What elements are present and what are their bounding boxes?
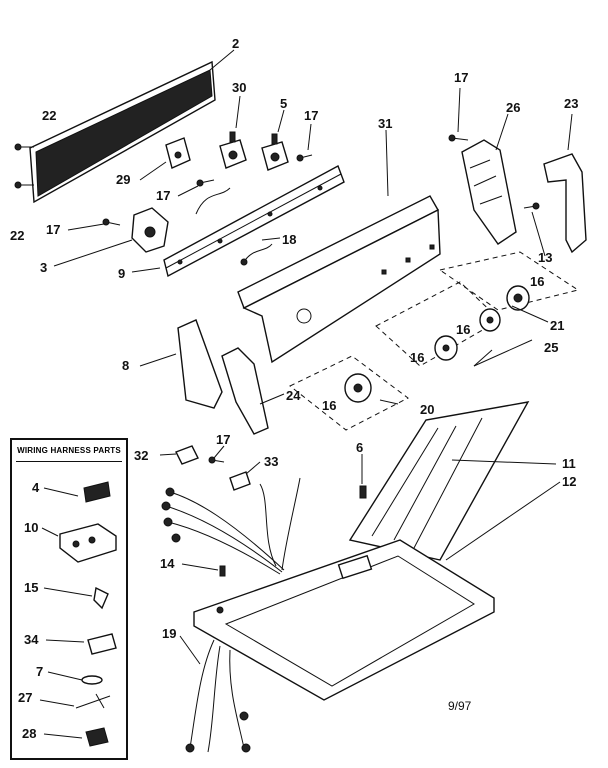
bracket-9 <box>163 165 345 278</box>
label-9: 9 <box>118 266 125 281</box>
knob-box-25 <box>375 281 501 367</box>
clip-32 <box>175 445 199 465</box>
end-cap-8 <box>177 319 223 409</box>
legend-label-10: 10 <box>24 520 38 535</box>
legend-title: WIRING HARNESS PARTS <box>17 446 121 455</box>
label-31: 31 <box>378 116 392 131</box>
label-16-b: 16 <box>456 322 470 337</box>
legend-part-34 <box>87 633 117 655</box>
label-14: 14 <box>160 556 175 571</box>
legend-label-7: 7 <box>36 664 43 679</box>
label-26: 26 <box>506 100 520 115</box>
label-21: 21 <box>550 318 564 333</box>
screw-17-lower <box>208 456 225 464</box>
legend-label-27: 27 <box>18 690 32 705</box>
screw-17-far-left <box>102 218 121 226</box>
label-16-a: 16 <box>530 274 544 289</box>
screw-17-right <box>448 134 469 142</box>
label-2: 2 <box>232 36 239 51</box>
revision-date: 9/97 <box>448 699 472 713</box>
callout-labels: 2 22 22 30 5 17 17 26 23 31 29 17 17 3 1… <box>10 36 578 641</box>
label-17-left: 17 <box>46 222 60 237</box>
legend-parts: 4 10 15 34 7 27 28 <box>18 480 117 747</box>
label-12: 12 <box>562 474 576 489</box>
knob-16-c <box>434 335 458 361</box>
knob-box-20 <box>289 355 409 431</box>
rear-panel <box>29 60 216 204</box>
label-22-top: 22 <box>42 108 56 123</box>
end-cap-26 <box>461 139 517 245</box>
legend-part-10 <box>59 523 117 563</box>
label-30: 30 <box>232 80 246 95</box>
label-17-top: 17 <box>304 108 318 123</box>
knob-box-21 <box>438 251 580 311</box>
main-top-11 <box>348 401 530 561</box>
screw-17-top <box>296 154 313 162</box>
top-frame-12 <box>193 539 495 701</box>
screw-14 <box>219 565 226 577</box>
label-3: 3 <box>40 260 47 275</box>
label-24: 24 <box>286 388 301 403</box>
wiring-18 <box>195 187 273 266</box>
label-32: 32 <box>134 448 148 463</box>
label-25: 25 <box>544 340 558 355</box>
legend-part-28 <box>85 727 109 747</box>
harness-19 <box>185 639 251 753</box>
label-17-lower: 17 <box>216 432 230 447</box>
timer-3 <box>131 207 169 253</box>
label-18: 18 <box>282 232 296 247</box>
switch-5 <box>261 133 289 171</box>
switch-29 <box>165 137 191 169</box>
legend-part-7 <box>81 675 103 685</box>
wiring-harness-legend: WIRING HARNESS PARTS 4 10 15 34 7 27 28 <box>10 438 128 760</box>
label-20: 20 <box>420 402 434 417</box>
label-5: 5 <box>280 96 287 111</box>
screw-13 <box>523 202 540 210</box>
label-22-bottom: 22 <box>10 228 24 243</box>
label-8: 8 <box>122 358 129 373</box>
leader-lines <box>53 49 573 665</box>
legend-label-4: 4 <box>32 480 40 495</box>
clip-33 <box>229 471 251 491</box>
trim-24 <box>221 347 269 435</box>
label-29: 29 <box>116 172 130 187</box>
label-13: 13 <box>538 250 552 265</box>
switch-30 <box>219 131 247 169</box>
legend-label-15: 15 <box>24 580 38 595</box>
label-17-right: 17 <box>454 70 468 85</box>
end-cap-23 <box>543 153 587 254</box>
console-31 <box>237 195 441 364</box>
screw-6 <box>359 485 367 499</box>
label-16-c: 16 <box>410 350 424 365</box>
label-11: 11 <box>562 456 576 471</box>
legend-label-34: 34 <box>24 632 39 647</box>
label-16-d: 16 <box>322 398 336 413</box>
knob-16-b <box>479 308 501 332</box>
screw-17-left <box>196 179 215 187</box>
label-33: 33 <box>264 454 278 469</box>
knob-16-a <box>506 285 530 311</box>
legend-part-15 <box>93 586 109 610</box>
label-6: 6 <box>356 440 363 455</box>
label-19: 19 <box>162 626 176 641</box>
label-17-mid: 17 <box>156 188 170 203</box>
legend-part-27 <box>75 693 111 709</box>
legend-part-4 <box>83 481 111 503</box>
label-23: 23 <box>564 96 578 111</box>
harness-upper <box>161 477 301 575</box>
screw-22-top <box>14 143 34 151</box>
legend-label-28: 28 <box>22 726 36 741</box>
knob-16-d <box>344 373 372 403</box>
screw-22-bottom <box>14 181 34 189</box>
legend-divider <box>16 461 122 462</box>
